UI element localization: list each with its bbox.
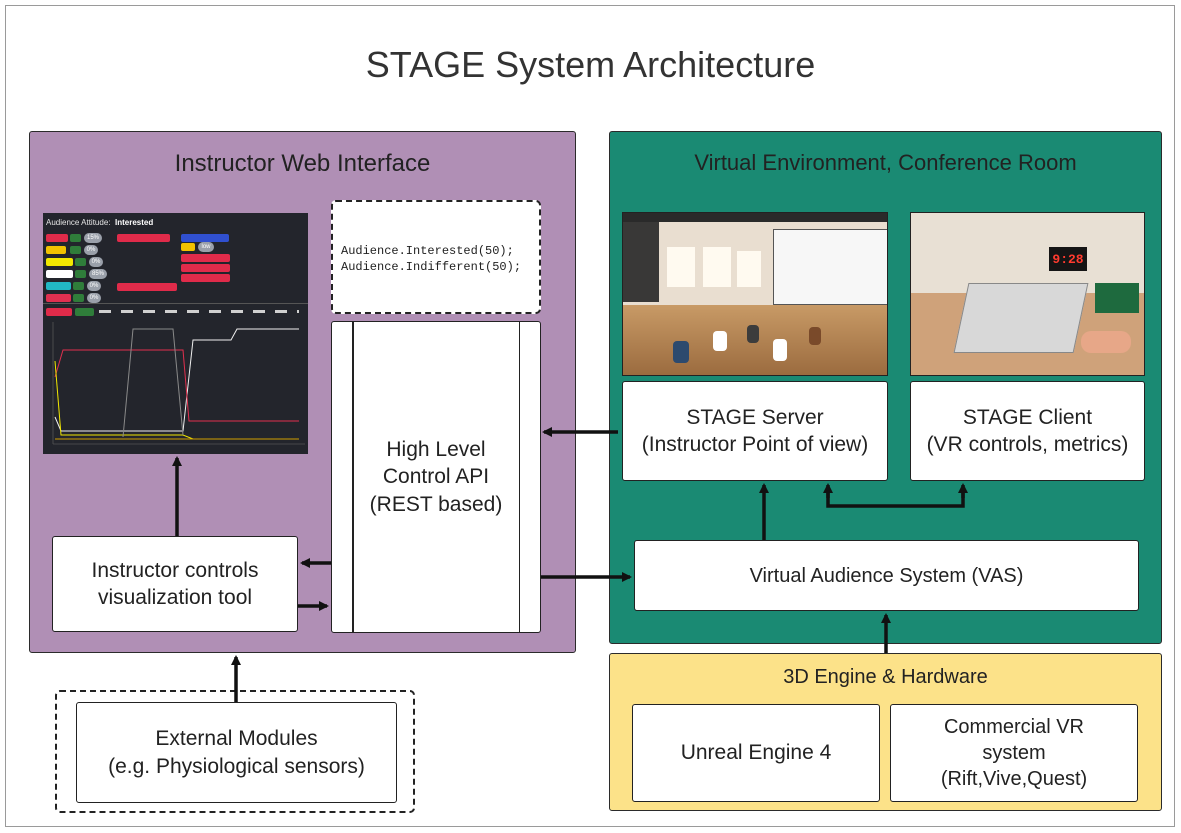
dashboard-screenshot: Audience Attitude: Interested 15% 0% 0% …	[43, 213, 308, 454]
attitude-button[interactable]	[46, 270, 73, 278]
server-label-line: STAGE Server	[686, 405, 824, 429]
external-modules: External Modules (e.g. Physiological sen…	[76, 702, 397, 803]
attitude-button[interactable]	[46, 246, 66, 254]
instructor-visualization-tool: Instructor controls visualization tool	[52, 536, 298, 632]
hud-side-panel	[623, 222, 659, 302]
api-label-line: Control API	[382, 465, 490, 489]
indifferent-series	[54, 349, 299, 422]
api-right-border	[518, 322, 520, 632]
client-label-line: (VR controls, metrics)	[926, 433, 1129, 456]
code-line: Audience.Interested(50);	[341, 244, 514, 258]
level-badge: low	[198, 242, 214, 252]
unreal-engine: Unreal Engine 4	[632, 704, 880, 802]
dashboard-divider	[43, 303, 308, 304]
conference-room-screenshot	[622, 212, 888, 376]
interested-series	[54, 328, 299, 432]
external-label-line: External Modules	[155, 727, 318, 751]
attitude-button[interactable]	[46, 294, 71, 302]
stage-server: STAGE Server (Instructor Point of view)	[622, 381, 888, 481]
action-button[interactable]	[181, 234, 229, 242]
vr-client-screenshot: 9:28	[910, 212, 1145, 376]
toggle-badge	[73, 282, 84, 290]
client-label-line: STAGE Client	[962, 405, 1093, 429]
action-button[interactable]	[181, 243, 195, 251]
toggle-badge	[75, 258, 86, 266]
percent-badge: 15%	[84, 233, 102, 243]
action-button[interactable]	[75, 308, 94, 316]
virtual-environment-panel-title: Virtual Environment, Conference Room	[694, 150, 1077, 175]
vr-system-label-line: (Rift,Vive,Quest)	[940, 768, 1088, 790]
room-window	[737, 251, 761, 287]
viz-tool-label-line: visualization tool	[97, 586, 253, 609]
percent-badge: 0%	[89, 257, 103, 267]
attitude-button[interactable]	[46, 258, 73, 266]
audience-member	[773, 339, 787, 361]
vr-menu-panel	[1095, 283, 1139, 313]
audience-member	[673, 341, 689, 363]
toggle-badge	[70, 234, 81, 242]
action-button[interactable]	[46, 308, 72, 316]
api-label-line: (REST based)	[369, 492, 503, 516]
vr-clock-value: 9:28	[1052, 251, 1084, 267]
high-level-control-api: High Level Control API (REST based)	[331, 321, 541, 633]
vr-laptop	[953, 283, 1089, 353]
attitude-button[interactable]	[46, 234, 68, 242]
toggle-badge	[70, 246, 81, 254]
percent-badge: 0%	[84, 245, 98, 255]
action-button[interactable]	[181, 274, 230, 282]
engine-hardware-panel-title: 3D Engine & Hardware	[783, 666, 988, 688]
vr-clock-display: 9:28	[1049, 247, 1087, 271]
server-label-line: (Instructor Point of view)	[641, 433, 869, 456]
dashboard-header-label: Audience Attitude:	[46, 218, 111, 227]
vr-hand	[1081, 331, 1131, 353]
percent-badge: 85%	[89, 269, 107, 279]
chart-legend	[99, 310, 299, 313]
presentation-screen	[773, 229, 887, 305]
percent-badge: 0%	[87, 293, 101, 303]
viz-tool-label-line: Instructor controls	[91, 558, 259, 582]
stage-client: STAGE Client (VR controls, metrics)	[910, 381, 1145, 481]
action-button[interactable]	[181, 254, 230, 262]
vr-system-label-line: Commercial VR	[943, 716, 1085, 738]
code-line: Audience.Indifferent(50);	[341, 260, 522, 274]
api-left-border	[352, 322, 354, 632]
code-snippet: Audience.Interested(50); Audience.Indiff…	[331, 200, 541, 314]
room-window	[667, 247, 695, 287]
action-button[interactable]	[181, 264, 230, 272]
virtual-audience-system: Virtual Audience System (VAS)	[634, 540, 1139, 611]
hud-menu-bar	[623, 213, 887, 222]
diagram-title: STAGE System Architecture	[365, 44, 816, 85]
toggle-badge	[75, 270, 86, 278]
vr-system-label-line: system	[982, 742, 1046, 764]
attitude-button[interactable]	[46, 282, 71, 290]
audience-member	[713, 331, 727, 351]
room-window	[703, 247, 731, 287]
percent-badge: 0%	[87, 281, 101, 291]
action-button[interactable]	[117, 234, 170, 242]
diagram-frame	[5, 5, 1175, 827]
external-label-line: (e.g. Physiological sensors)	[108, 754, 365, 778]
audience-member	[747, 325, 759, 343]
attitude-timeline-chart	[52, 322, 305, 445]
action-button[interactable]	[117, 283, 177, 291]
api-label-line: High Level	[386, 438, 486, 462]
audience-member	[809, 327, 821, 345]
instructor-panel-title: Instructor Web Interface	[174, 150, 431, 177]
dashboard-header-value: Interested	[115, 218, 154, 227]
toggle-badge	[73, 294, 84, 302]
neutral-series	[122, 328, 184, 438]
vr-wall	[911, 213, 1144, 293]
commercial-vr-system: Commercial VR system (Rift,Vive,Quest)	[890, 704, 1138, 802]
